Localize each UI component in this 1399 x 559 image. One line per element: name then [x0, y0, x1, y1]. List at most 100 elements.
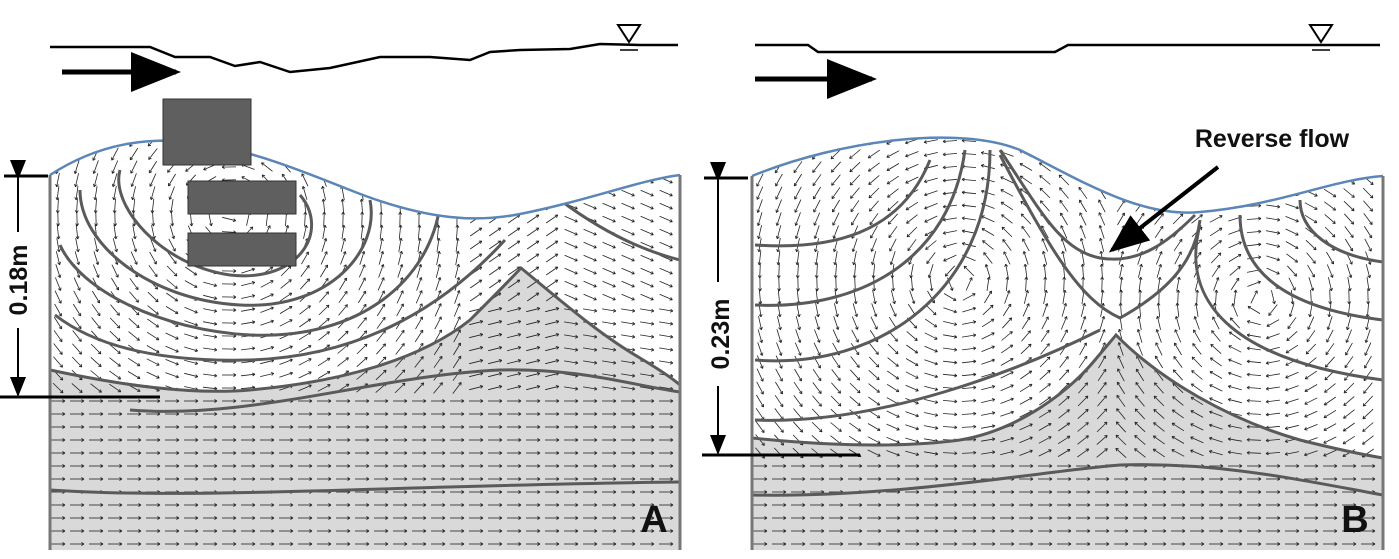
velocity-vector-head	[479, 320, 484, 324]
velocity-vector	[796, 251, 800, 265]
velocity-vector-head	[877, 453, 881, 457]
velocity-vector	[507, 266, 521, 276]
velocity-vector-head	[1039, 175, 1043, 179]
velocity-vector-head	[320, 173, 325, 177]
velocity-vector	[132, 198, 136, 214]
velocity-vector-head	[1141, 200, 1145, 204]
velocity-vector-head	[613, 516, 617, 520]
velocity-vector	[184, 306, 198, 314]
velocity-vector	[150, 186, 156, 200]
velocity-vector	[337, 357, 349, 367]
velocity-vector-head	[1161, 137, 1166, 141]
velocity-vector	[113, 186, 117, 200]
velocity-vector-head	[176, 503, 180, 507]
velocity-vector-head	[878, 503, 882, 507]
velocity-vector	[775, 173, 783, 187]
velocity-vector-head	[612, 297, 616, 301]
velocity-vector	[357, 290, 367, 304]
velocity-vector	[793, 137, 803, 147]
velocity-vector-head	[555, 124, 558, 127]
velocity-vector-head	[58, 325, 63, 330]
velocity-vector	[1266, 333, 1280, 339]
velocity-vector-head	[1295, 218, 1299, 223]
velocity-vector-head	[92, 170, 97, 174]
velocity-vector-head	[837, 403, 842, 407]
velocity-vector-head	[1228, 371, 1232, 376]
velocity-vector-head	[1238, 241, 1242, 245]
velocity-vector	[375, 369, 387, 381]
velocity-vector	[1172, 409, 1184, 419]
velocity-vector-head	[916, 477, 920, 481]
velocity-vector-head	[420, 356, 424, 360]
velocity-vector-head	[1258, 164, 1262, 169]
velocity-vector-head	[954, 464, 958, 468]
velocity-vector-head	[404, 412, 408, 416]
velocity-vector-head	[454, 172, 459, 177]
velocity-vector	[1246, 439, 1262, 441]
velocity-vector	[469, 372, 483, 378]
velocity-vector	[109, 330, 121, 342]
velocity-vector	[986, 277, 990, 291]
velocity-vector-head	[797, 326, 801, 331]
velocity-vector	[318, 304, 330, 316]
velocity-vector	[452, 382, 462, 394]
velocity-vector-head	[309, 438, 313, 442]
velocity-vector	[184, 386, 198, 390]
velocity-vector-head	[1246, 359, 1250, 364]
velocity-vector-head	[896, 427, 900, 431]
velocity-vector	[755, 147, 765, 161]
velocity-vector-head	[363, 303, 367, 308]
velocity-vector-head	[343, 277, 347, 281]
velocity-vector	[469, 227, 483, 237]
velocity-vector	[132, 186, 136, 200]
velocity-vector-head	[1059, 187, 1063, 191]
velocity-vector-head	[954, 529, 958, 533]
velocity-vector	[203, 281, 217, 287]
velocity-vector-head	[385, 425, 389, 429]
velocity-vector-head	[499, 529, 503, 533]
velocity-vector-head	[991, 437, 996, 442]
velocity-vector	[110, 304, 120, 316]
velocity-vector-head	[859, 542, 863, 546]
velocity-vector-head	[1193, 329, 1197, 333]
velocity-vector	[984, 290, 992, 304]
velocity-vector-head	[170, 223, 175, 227]
velocity-vector	[1195, 303, 1199, 317]
velocity-vector	[322, 198, 326, 214]
velocity-vector	[398, 186, 402, 200]
velocity-vector-head	[631, 373, 636, 378]
velocity-vector	[454, 147, 460, 161]
velocity-vector	[526, 214, 540, 224]
velocity-vector-head	[1182, 490, 1186, 494]
velocity-vector	[260, 293, 274, 301]
velocity-vector	[1063, 276, 1065, 292]
velocity-vector	[416, 140, 422, 148]
velocity-vector-head	[574, 219, 578, 223]
velocity-vector	[1305, 343, 1317, 355]
velocity-vector-head	[594, 128, 597, 131]
velocity-vector	[131, 173, 137, 187]
velocity-vector	[488, 385, 502, 391]
velocity-vector	[1080, 225, 1086, 239]
velocity-vector	[659, 228, 673, 236]
velocity-vector	[1190, 436, 1204, 444]
velocity-vector	[1246, 452, 1262, 454]
velocity-vector	[1134, 174, 1146, 186]
velocity-vector-head	[480, 412, 484, 416]
velocity-vector-head	[830, 169, 835, 173]
velocity-vector-head	[594, 516, 598, 520]
velocity-vector-head	[397, 172, 401, 177]
velocity-vector-head	[913, 325, 918, 329]
velocity-vector	[359, 251, 365, 265]
velocity-vector-head	[935, 529, 939, 533]
velocity-vector-head	[1085, 435, 1089, 439]
velocity-vector-head	[438, 342, 443, 347]
velocity-vector	[1154, 382, 1164, 394]
velocity-vector	[435, 264, 441, 278]
velocity-vector	[72, 343, 82, 355]
velocity-vector	[1153, 409, 1165, 419]
velocity-vector	[1000, 176, 1014, 184]
velocity-vector	[621, 360, 635, 364]
velocity-vector	[1285, 241, 1299, 249]
velocity-vector-head	[1365, 326, 1369, 331]
